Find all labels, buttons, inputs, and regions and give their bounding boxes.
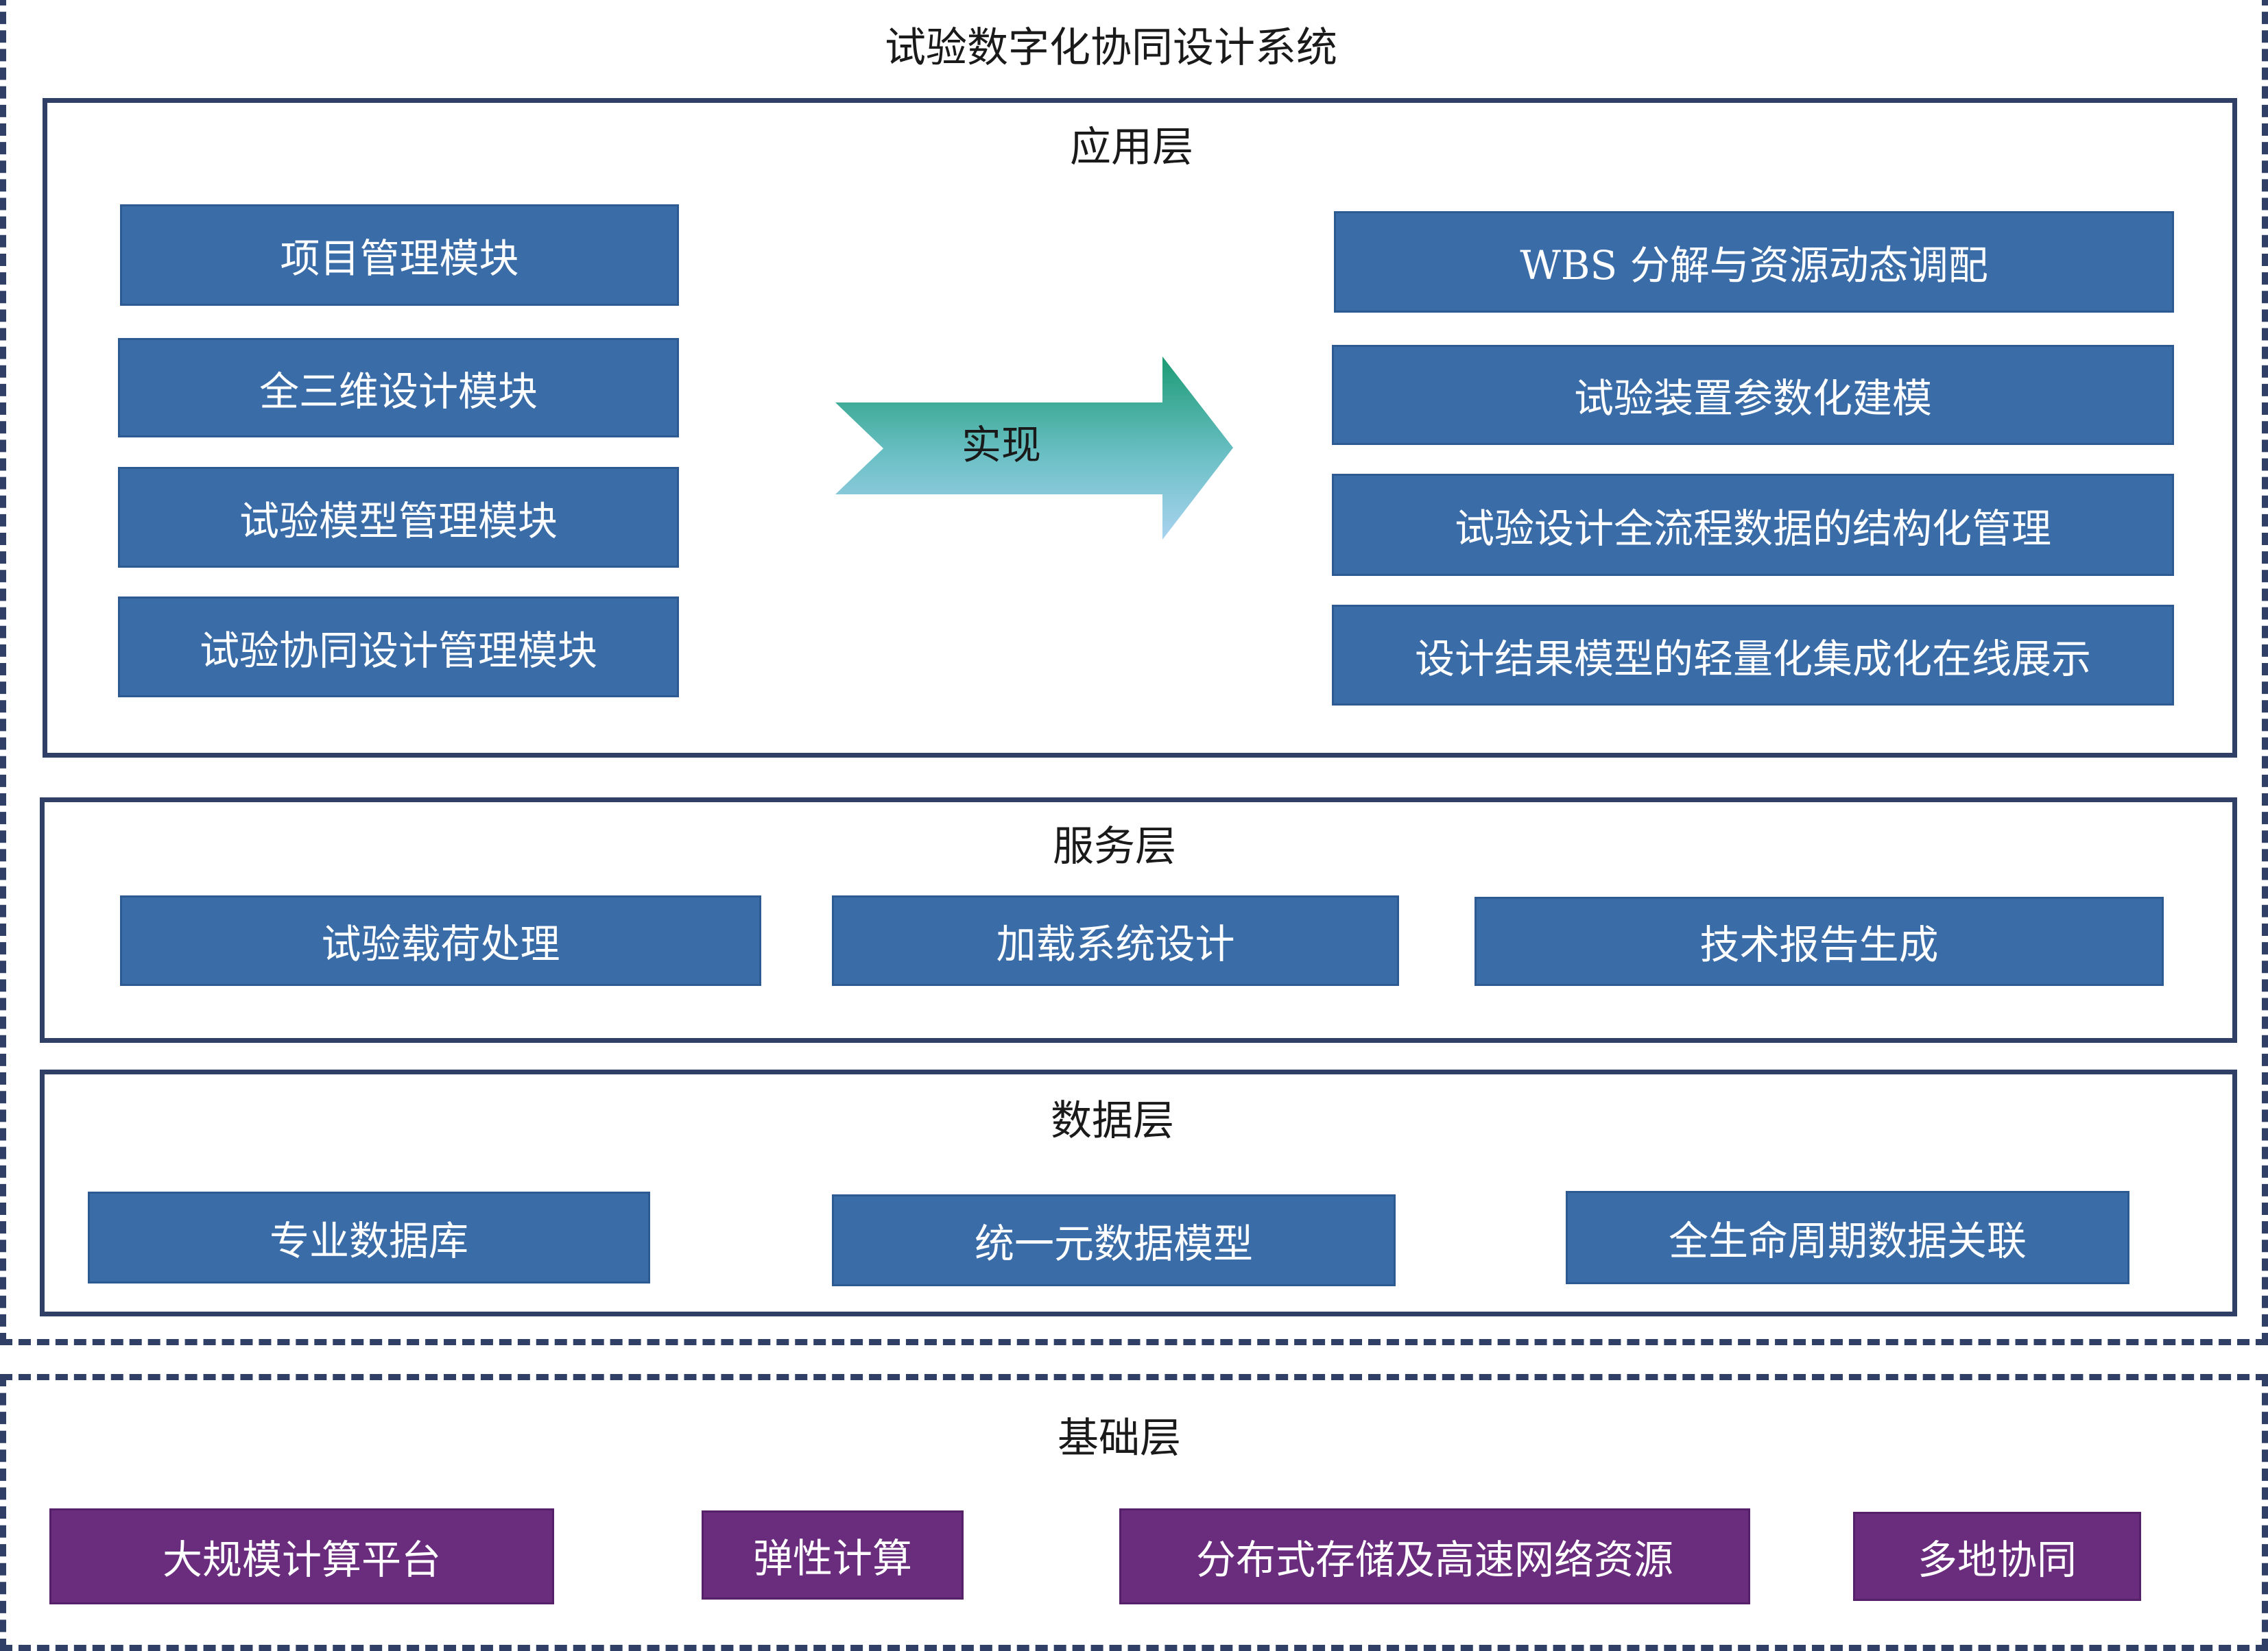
system-frame [0, 0, 2268, 1345]
module-project-management: 项目管理模块 [120, 204, 679, 306]
foundation-distributed-storage-network: 分布式存储及高速网络资源 [1119, 1508, 1750, 1604]
module-collaborative-design-management: 试验协同设计管理模块 [118, 596, 679, 697]
arrow-shape [835, 357, 1233, 540]
capability-structured-data: 试验设计全流程数据的结构化管理 [1332, 474, 2174, 576]
service-load-processing: 试验载荷处理 [120, 895, 761, 986]
data-professional-database: 专业数据库 [88, 1192, 650, 1284]
foundation-layer-title: 基础层 [1058, 1414, 1181, 1462]
capability-wbs: WBS 分解与资源动态调配 [1334, 211, 2174, 313]
service-layer-title: 服务层 [1053, 823, 1176, 871]
foundation-large-scale-computing: 大规模计算平台 [49, 1508, 554, 1604]
capability-lightweight-display: 设计结果模型的轻量化集成化在线展示 [1332, 605, 2174, 706]
arrow-label: 实现 [961, 422, 1041, 468]
foundation-elastic-computing: 弹性计算 [702, 1510, 964, 1600]
data-unified-metadata-model: 统一元数据模型 [832, 1194, 1396, 1286]
module-3d-design: 全三维设计模块 [118, 338, 679, 437]
foundation-multi-site-collaboration: 多地协同 [1853, 1512, 2141, 1601]
capability-parametric-modeling: 试验装置参数化建模 [1332, 345, 2174, 445]
system-title: 试验数字化协同设计系统 [885, 24, 1337, 72]
realize-arrow [835, 357, 1233, 540]
module-test-model-management: 试验模型管理模块 [118, 467, 679, 568]
service-loading-system-design: 加载系统设计 [832, 895, 1399, 986]
application-layer-title: 应用层 [1070, 123, 1193, 171]
service-report-generation: 技术报告生成 [1475, 897, 2164, 986]
data-lifecycle-association: 全生命周期数据关联 [1566, 1191, 2129, 1284]
data-layer-title: 数据层 [1051, 1097, 1174, 1145]
